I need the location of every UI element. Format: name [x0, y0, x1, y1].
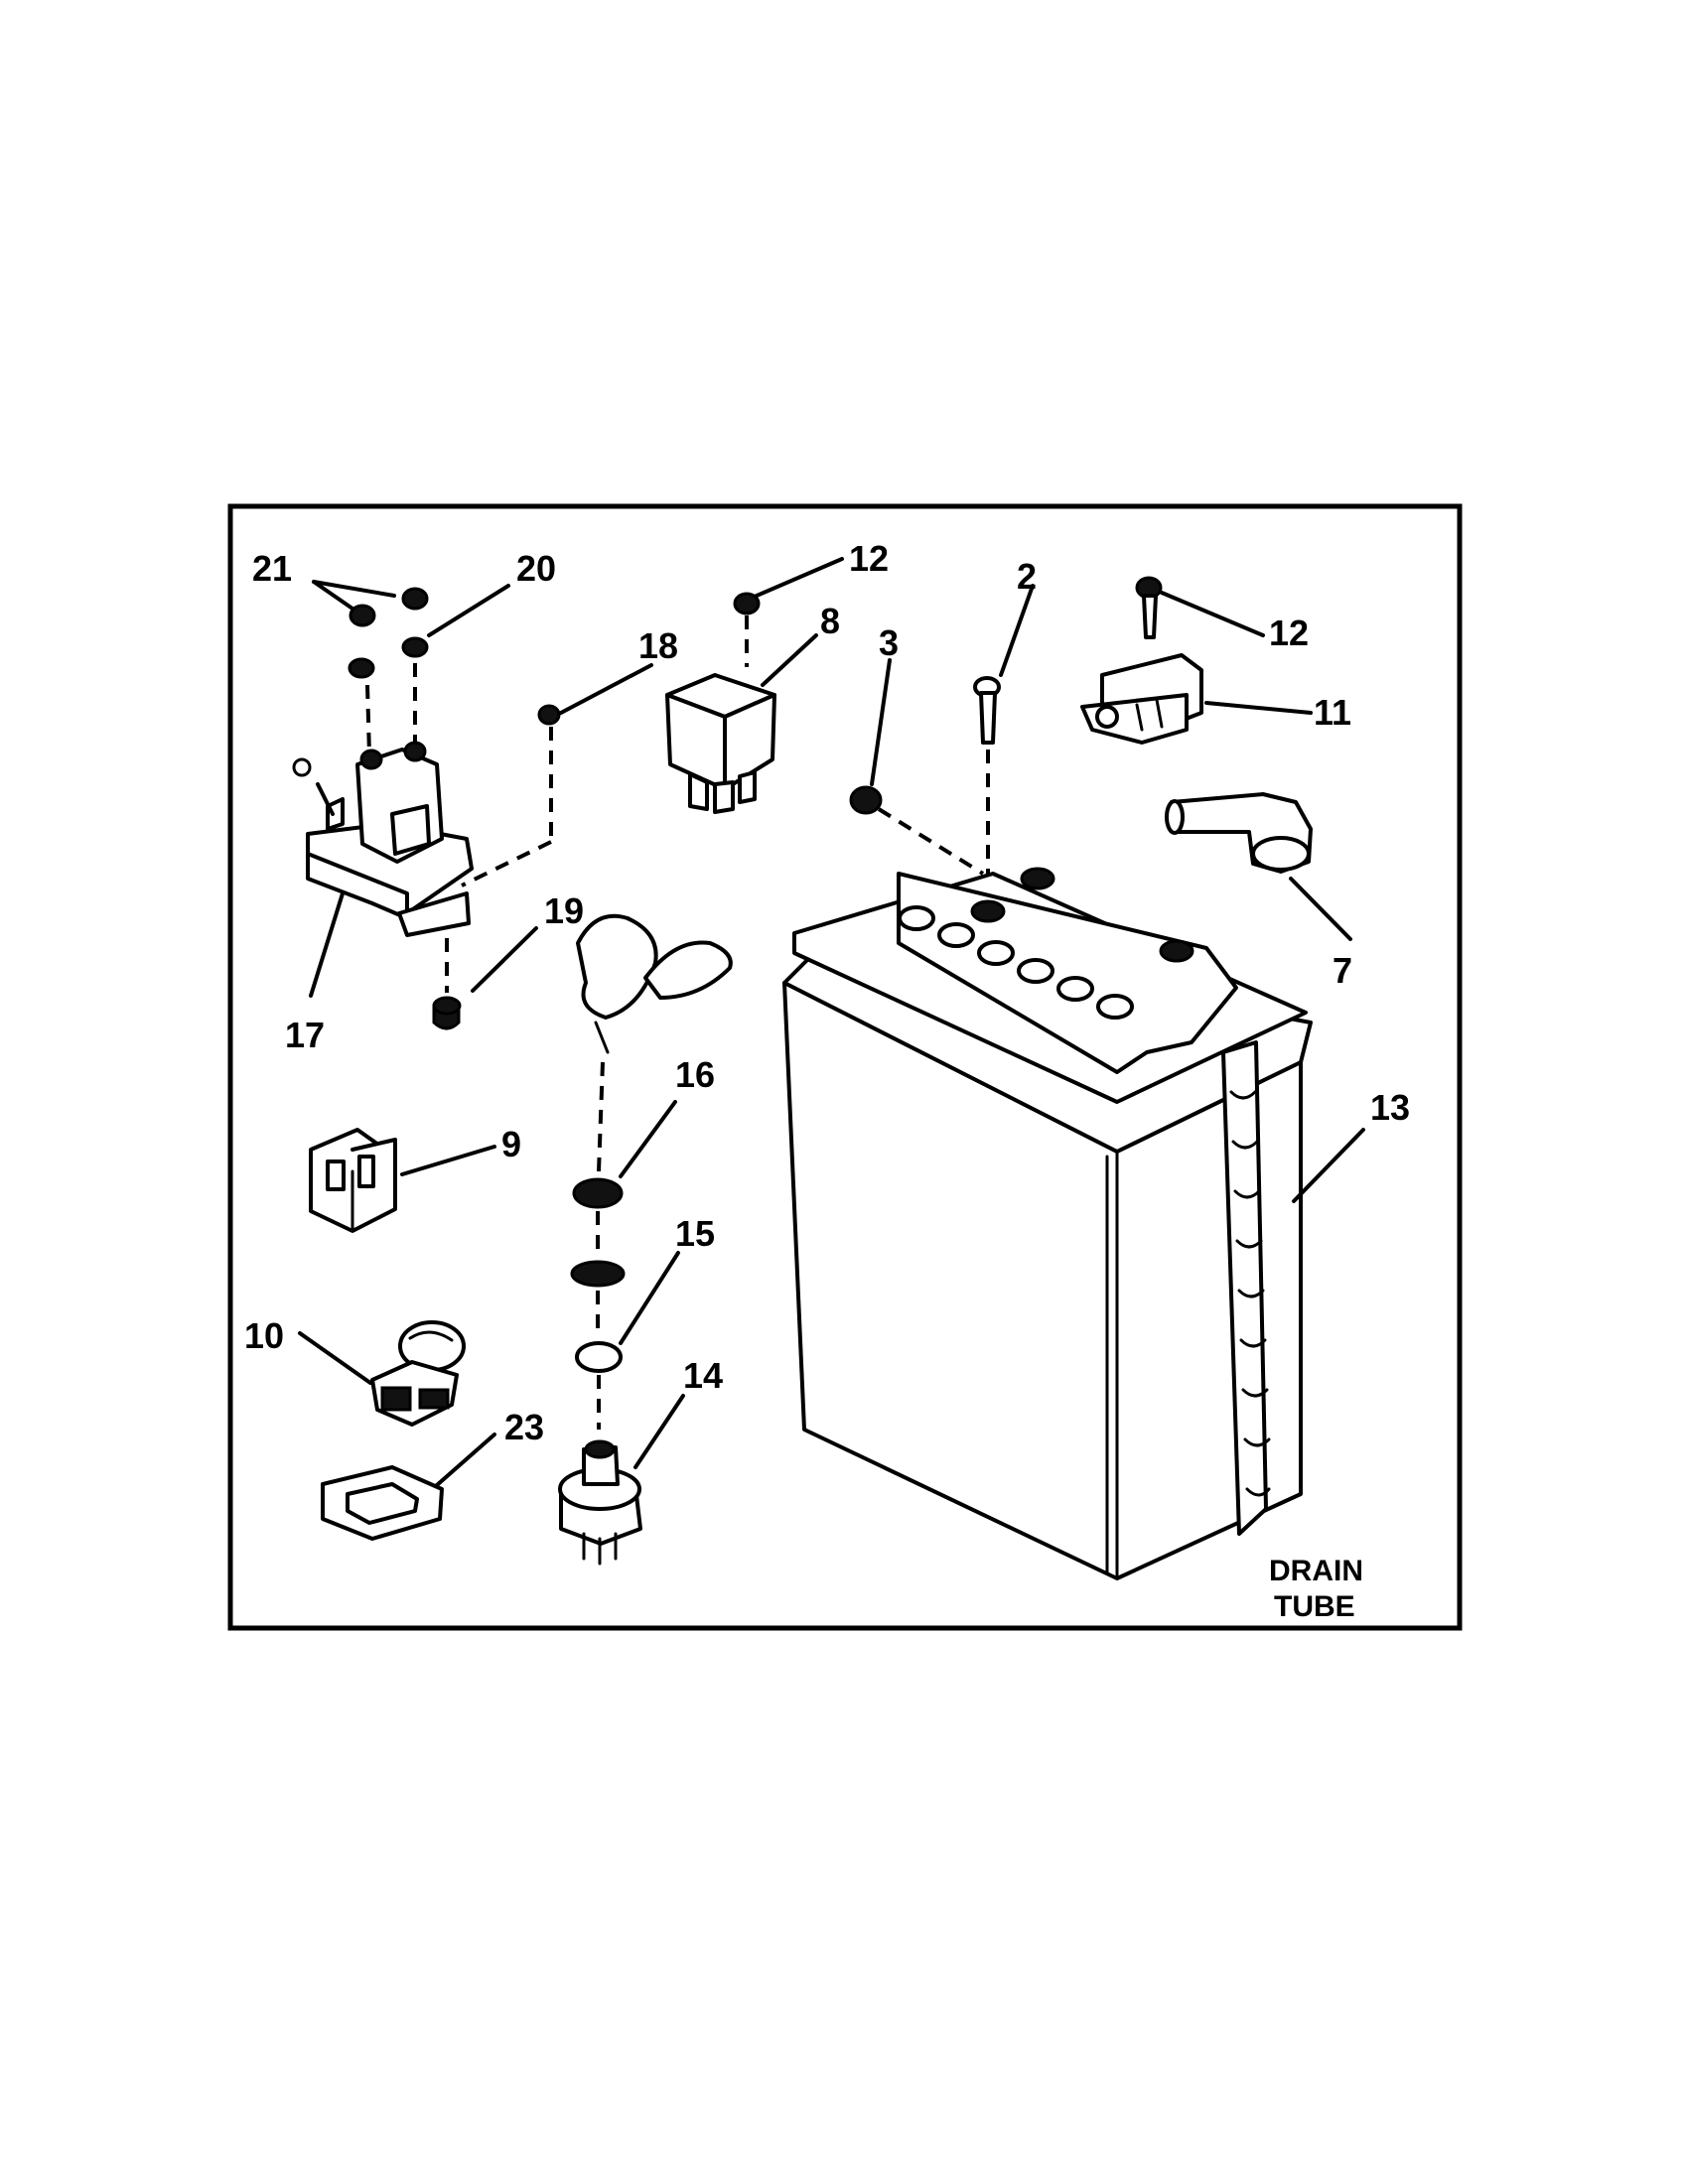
callout-9: 9 — [501, 1124, 521, 1164]
washer-15-a — [570, 1260, 626, 1288]
callout-23: 23 — [504, 1407, 544, 1447]
callout-19: 19 — [544, 890, 584, 931]
elbow-7 — [1165, 792, 1313, 874]
callout-15: 15 — [675, 1213, 715, 1254]
callout-10: 10 — [244, 1315, 284, 1356]
drain-tube-note: DRAIN TUBE — [1269, 1555, 1363, 1623]
ignition-switch-14 — [558, 1439, 642, 1566]
drain-tube-pattern — [1229, 1090, 1271, 1497]
screw-12-connector — [1135, 576, 1163, 639]
bracket-9 — [309, 1128, 397, 1233]
nut-3 — [849, 785, 883, 815]
callout-16: 16 — [675, 1054, 715, 1095]
terminal-positive — [1020, 867, 1055, 890]
callout-18: 18 — [638, 625, 678, 666]
connector-11 — [1080, 653, 1203, 745]
cap-19 — [432, 938, 462, 1030]
callout-2: 2 — [1017, 556, 1037, 597]
nut-20-b — [401, 636, 429, 658]
washer-15-b — [575, 1341, 623, 1373]
nut-20-a — [401, 587, 429, 611]
diagram-frame — [227, 503, 1463, 1631]
solenoid-17 — [292, 741, 474, 937]
callout-14: 14 — [683, 1355, 723, 1396]
battery-cell-caps — [898, 905, 1134, 1020]
callout-labels: 21 20 12 2 8 3 12 18 11 7 19 17 16 13 9 … — [244, 538, 1410, 1447]
callout-17: 17 — [285, 1015, 325, 1055]
callout-20: 20 — [516, 548, 556, 589]
switch-10 — [370, 1320, 466, 1427]
bolt-2 — [973, 676, 1001, 745]
callout-11: 11 — [1314, 692, 1351, 733]
nut-16 — [572, 1177, 624, 1209]
callout-7: 7 — [1333, 950, 1352, 991]
bezel-23 — [321, 1465, 444, 1541]
relay-8 — [665, 673, 776, 814]
callout-13: 13 — [1370, 1087, 1410, 1128]
terminal-negative — [970, 899, 1006, 923]
note-line-1: DRAIN — [1269, 1555, 1363, 1587]
callout-21: 21 — [252, 548, 292, 589]
callout-12-connector: 12 — [1269, 613, 1309, 653]
terminal-vent — [1159, 939, 1194, 963]
callout-8: 8 — [820, 601, 840, 641]
callout-12-relay: 12 — [849, 538, 889, 579]
screw-12-relay — [733, 592, 761, 667]
nut-21-a — [349, 604, 376, 627]
battery — [782, 867, 1313, 1580]
note-line-2: TUBE — [1274, 1590, 1355, 1623]
callout-3: 3 — [879, 622, 899, 663]
screw-18 — [461, 704, 561, 887]
nut-21-b — [348, 657, 375, 679]
leader-lines — [298, 557, 1365, 1487]
key — [576, 913, 733, 1054]
